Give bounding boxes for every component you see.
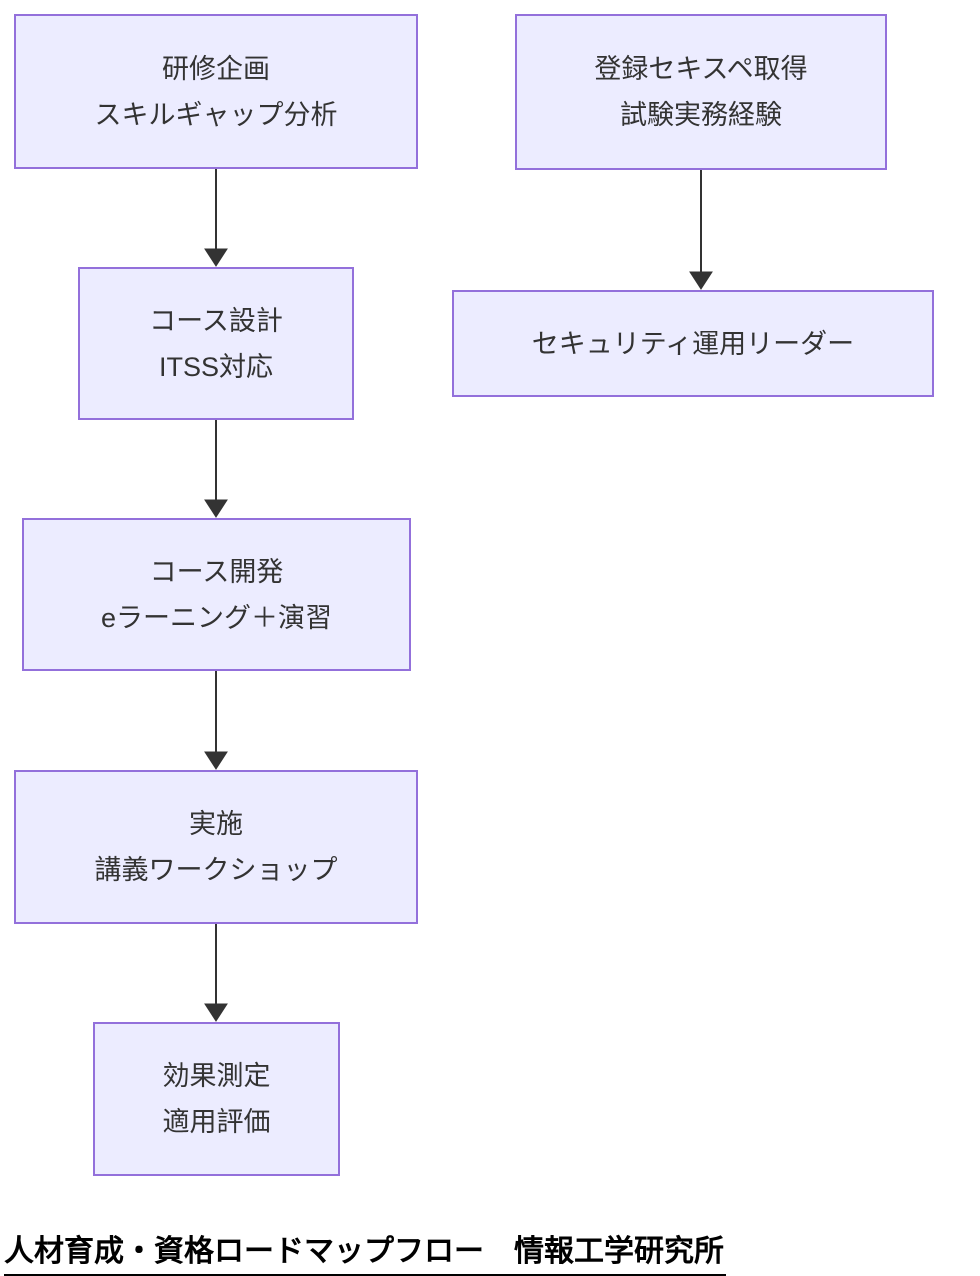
node-label-line: ITSS対応 [158,351,273,382]
flow-node-evaluate: 効果測定 適用評価 [93,1022,340,1176]
flow-node-leader: セキュリティ運用リーダー [452,290,934,397]
arrow-cert-to-leader [689,170,713,290]
flow-node-plan: 研修企画 スキルギャップ分析 [14,14,418,169]
flowchart-title: 人材育成・資格ロードマップフロー 情報工学研究所 [4,1226,726,1276]
arrow-design-to-develop [204,420,228,518]
node-label-line: セキュリティ運用リーダー [531,328,855,359]
node-label-line: 効果測定 [162,1061,271,1091]
node-label-line: 登録セキスペ取得 [594,54,808,84]
node-label-line: 適用評価 [162,1107,271,1137]
node-label-line: 試験実務経験 [620,100,782,130]
flow-node-cert: 登録セキスペ取得 試験実務経験 [515,14,887,170]
flow-node-develop: コース開発 eラーニング＋演習 [22,518,411,671]
node-label-line: スキルギャップ分析 [94,99,338,130]
arrow-plan-to-design [204,169,228,267]
arrow-implement-to-evaluate [204,924,228,1022]
flow-node-design: コース設計 ITSS対応 [78,267,354,420]
arrow-develop-to-implement [204,671,228,770]
node-label-line: コース設計 [149,305,283,336]
node-label-line: 講義ワークショップ [94,855,338,885]
flow-node-implement: 実施 講義ワークショップ [14,770,418,924]
node-label-line: コース開発 [149,556,284,587]
node-label-line: 実施 [189,809,243,839]
node-label-line: eラーニング＋演習 [100,602,333,633]
node-label-line: 研修企画 [162,53,270,84]
